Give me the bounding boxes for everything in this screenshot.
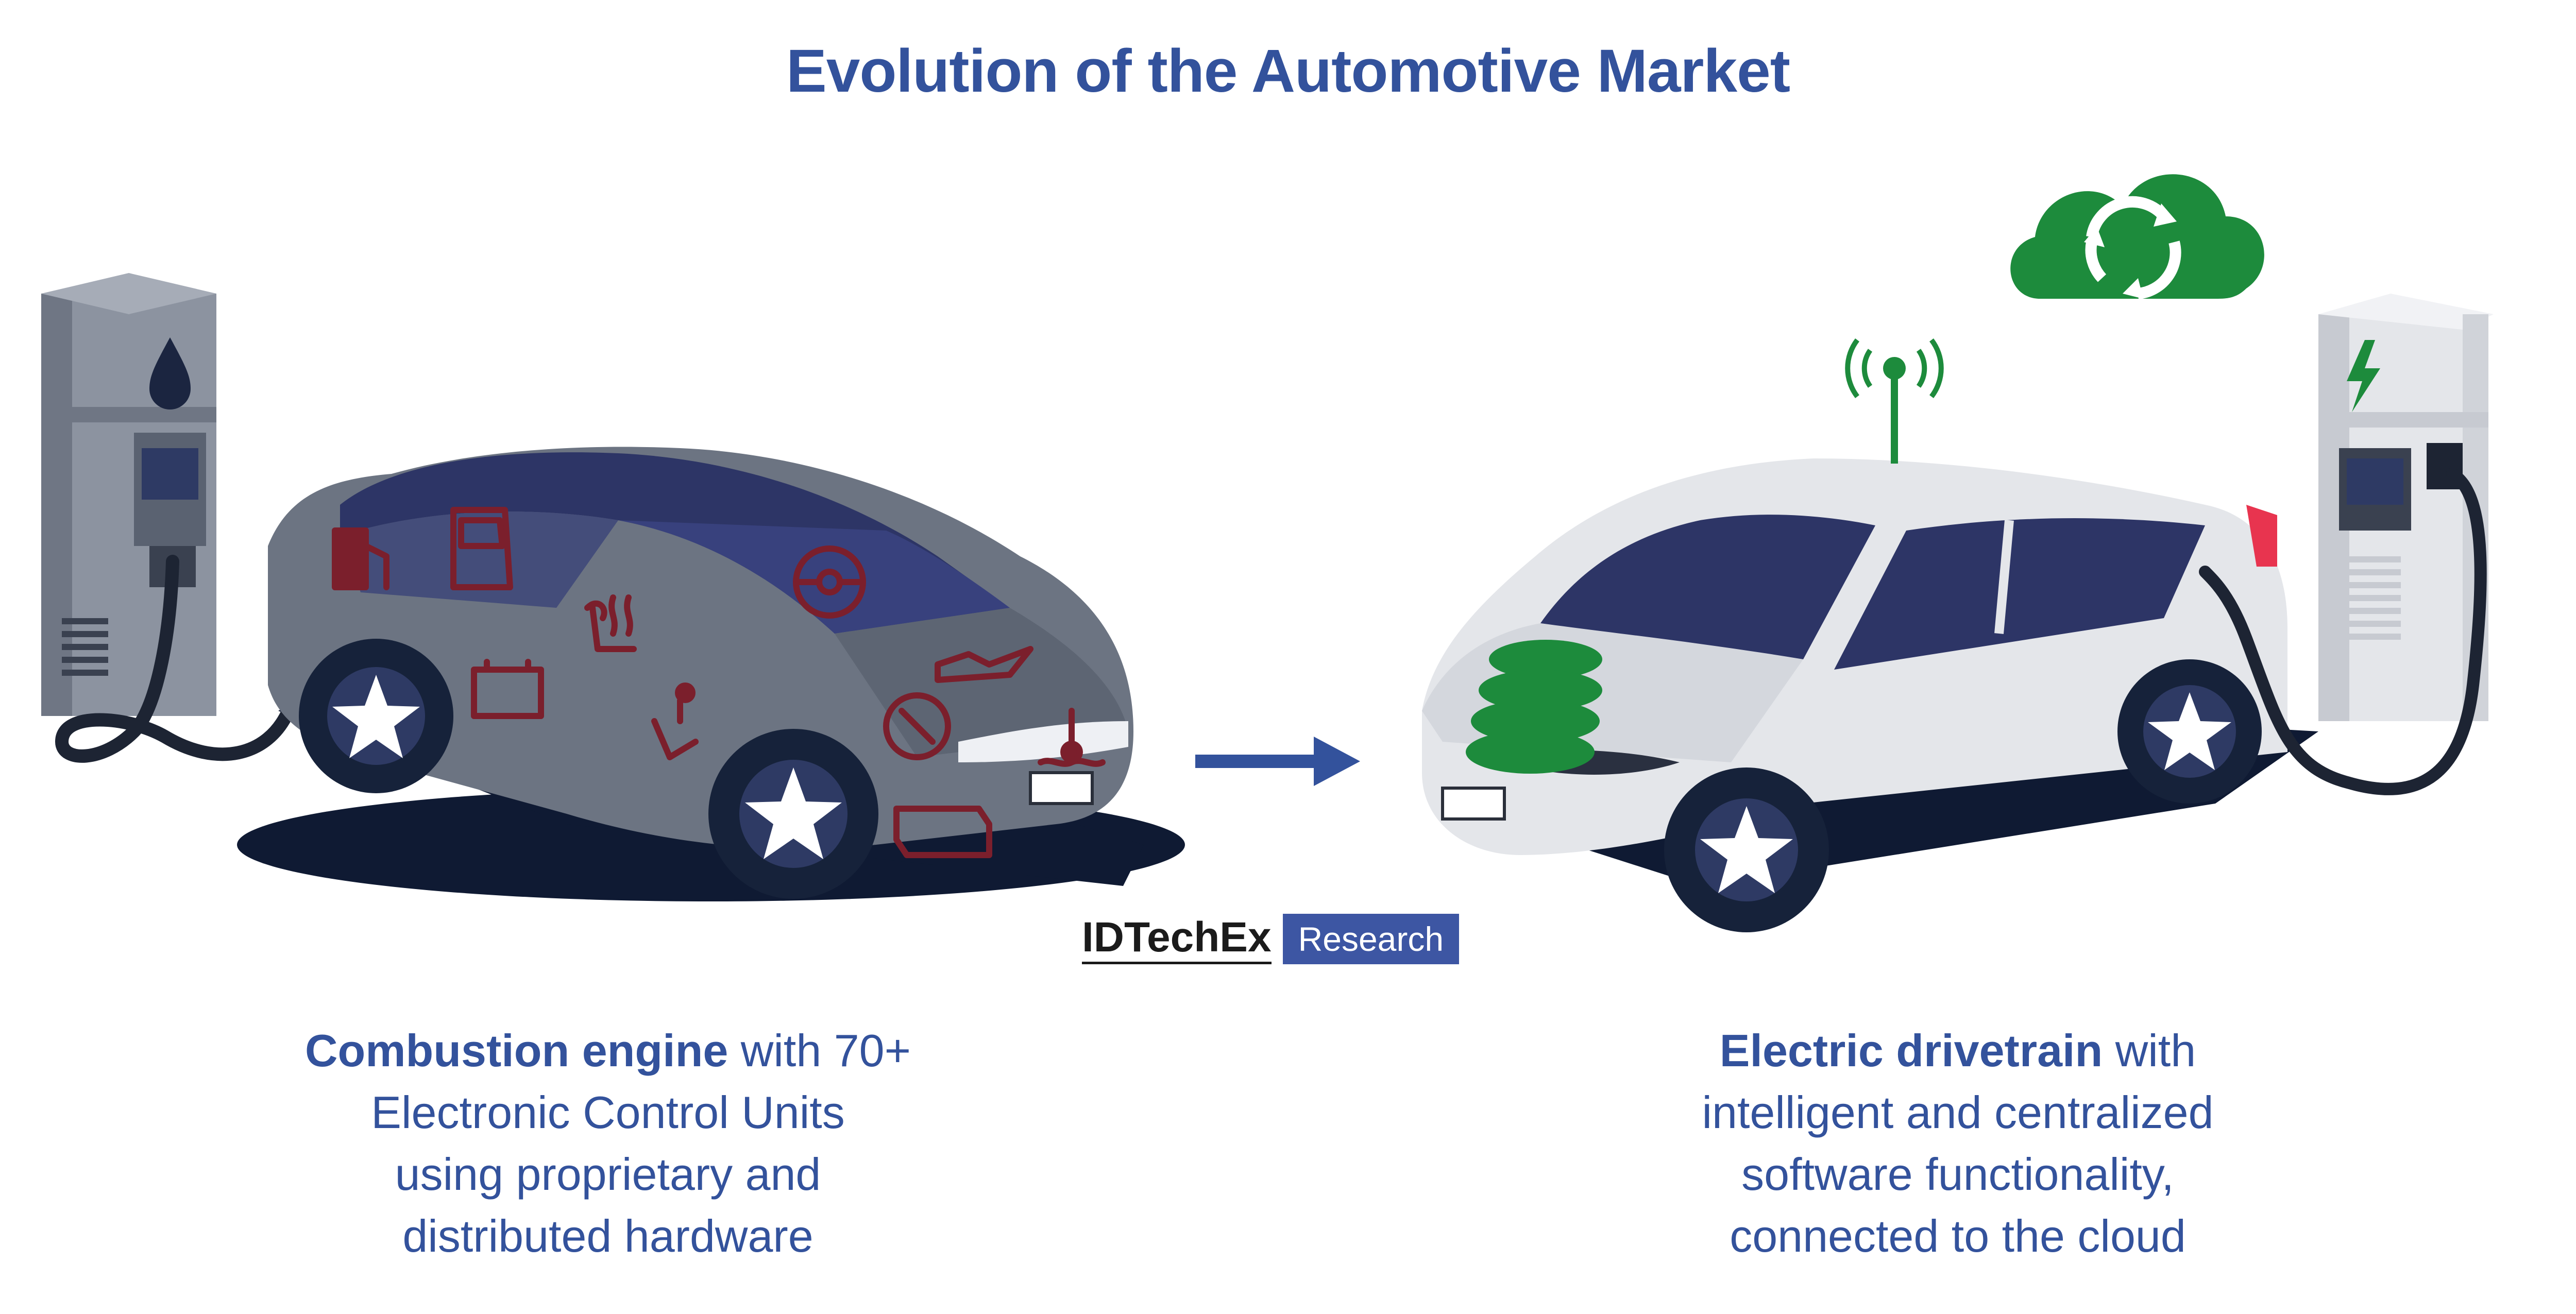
combustion-caption: Combustion engine with 70+ Electronic Co… xyxy=(170,1020,1046,1267)
battery-ecu-icon xyxy=(471,667,544,719)
combustion-caption-line2: Electronic Control Units xyxy=(371,1087,845,1138)
electric-caption-line2: intelligent and centralized xyxy=(1702,1087,2214,1138)
combustion-caption-line1: Combustion engine with 70+ xyxy=(170,1020,1046,1082)
page-title: Evolution of the Automotive Market xyxy=(786,37,1790,105)
electric-caption-line1-rest: with xyxy=(2103,1025,2196,1076)
electric-caption: Electric drivetrain with intelligent and… xyxy=(1520,1020,2396,1267)
combustion-caption-bold: Combustion engine xyxy=(305,1025,728,1076)
ac-seat-icon xyxy=(651,697,699,760)
brand-tag: Research xyxy=(1282,914,1460,964)
electric-caption-line1: Electric drivetrain with xyxy=(1520,1020,2396,1082)
door-ecu-icon xyxy=(450,507,513,590)
brand-name: IDTechEx xyxy=(1082,915,1272,964)
electric-car xyxy=(1422,338,2318,932)
engine-check-icon xyxy=(893,806,992,858)
fuel-pump-ecu-icon xyxy=(332,527,369,590)
gear-ecu-icon xyxy=(883,692,951,760)
fuel-pump xyxy=(41,273,295,763)
seat-heater-icon xyxy=(584,600,637,652)
lightning-bolt-icon xyxy=(2347,340,2380,412)
electric-caption-line4: connected to the cloud xyxy=(1730,1210,2186,1261)
right-arrow-icon xyxy=(1195,737,1360,786)
electric-caption-bold: Electric drivetrain xyxy=(1719,1025,2103,1076)
combustion-car xyxy=(237,447,1185,901)
combustion-caption-line3: using proprietary and xyxy=(395,1149,821,1200)
oil-can-icon xyxy=(935,646,1033,683)
combustion-caption-line1-rest: with 70+ xyxy=(728,1025,911,1076)
battery-stack-icon xyxy=(1466,640,1602,774)
combustion-caption-line4: distributed hardware xyxy=(402,1210,814,1261)
antenna-signal-icon xyxy=(1845,338,1944,464)
cloud-sync-icon xyxy=(2010,174,2264,299)
ev-charger xyxy=(2199,294,2494,795)
fuel-drop-icon xyxy=(149,337,191,409)
electric-caption-line3: software functionality, xyxy=(1741,1149,2174,1200)
brand-logo: IDTechEx Research xyxy=(1082,913,1460,964)
